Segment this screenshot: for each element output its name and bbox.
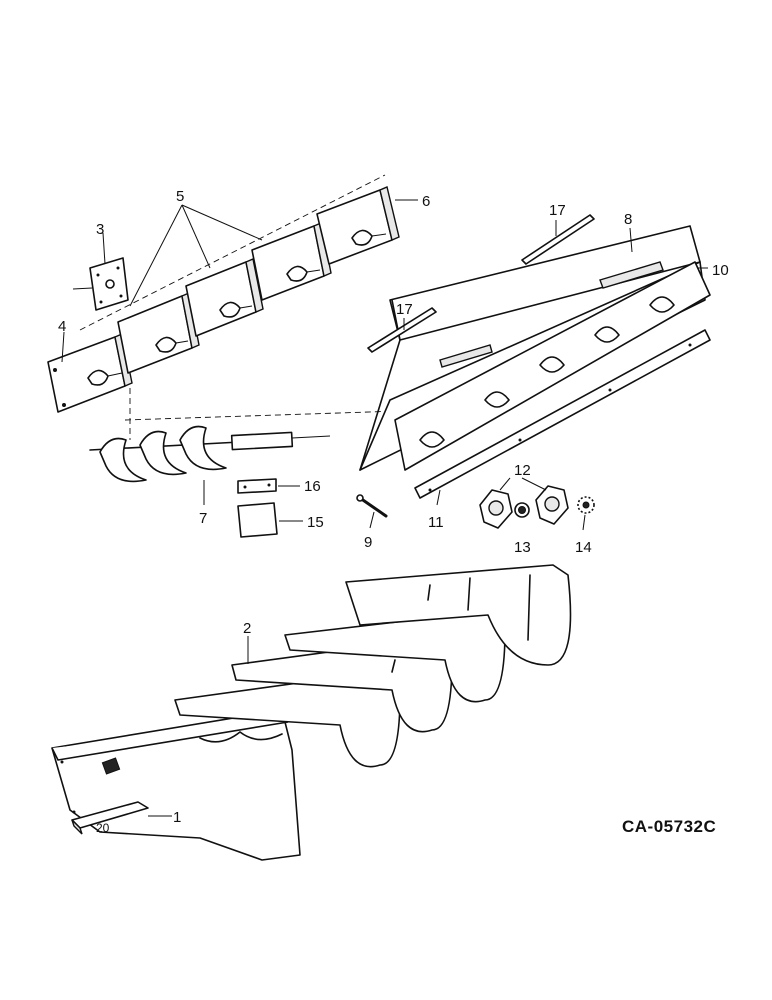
panel-6 bbox=[316, 186, 400, 265]
strip-17b bbox=[367, 307, 437, 353]
trough-2 bbox=[51, 564, 572, 861]
callout-11: 11 bbox=[428, 514, 444, 531]
callout-3: 3 bbox=[96, 221, 104, 238]
callout-14: 14 bbox=[575, 539, 592, 556]
callout-17a: 17 bbox=[549, 202, 566, 219]
callout-2: 2 bbox=[243, 620, 251, 637]
callout-16: 16 bbox=[304, 478, 321, 495]
callout-13: 13 bbox=[514, 539, 531, 556]
callout-7: 7 bbox=[199, 510, 207, 527]
callout-17b: 17 bbox=[396, 301, 413, 318]
bearing-12b bbox=[535, 485, 569, 525]
panel-5b bbox=[185, 258, 264, 337]
panel-5c bbox=[251, 222, 332, 301]
plate-15 bbox=[237, 502, 278, 538]
panel-5a bbox=[117, 292, 200, 374]
pin-9 bbox=[356, 494, 388, 518]
drawing-code: CA-05732C bbox=[622, 817, 716, 836]
strap-16 bbox=[237, 478, 277, 494]
rail-11 bbox=[414, 329, 711, 499]
callout-1: 1 bbox=[173, 809, 181, 826]
callout-15: 15 bbox=[307, 514, 324, 531]
auger-7 bbox=[89, 425, 331, 483]
callout-5: 5 bbox=[176, 188, 184, 205]
collar-13 bbox=[514, 502, 530, 518]
callout-20: 20 bbox=[96, 821, 110, 835]
callout-12: 12 bbox=[514, 462, 531, 479]
callout-4: 4 bbox=[58, 318, 66, 335]
callout-8: 8 bbox=[624, 211, 632, 228]
side-plate-10 bbox=[394, 261, 711, 471]
callout-10: 10 bbox=[712, 262, 729, 279]
panel-4 bbox=[47, 333, 133, 413]
bearing-12a bbox=[479, 489, 513, 529]
plate-3 bbox=[89, 257, 129, 311]
strip-17a bbox=[521, 214, 595, 265]
callout-6: 6 bbox=[422, 193, 430, 210]
cover-1 bbox=[71, 801, 149, 835]
callout-9: 9 bbox=[364, 534, 372, 551]
sprocket-14 bbox=[577, 496, 595, 514]
